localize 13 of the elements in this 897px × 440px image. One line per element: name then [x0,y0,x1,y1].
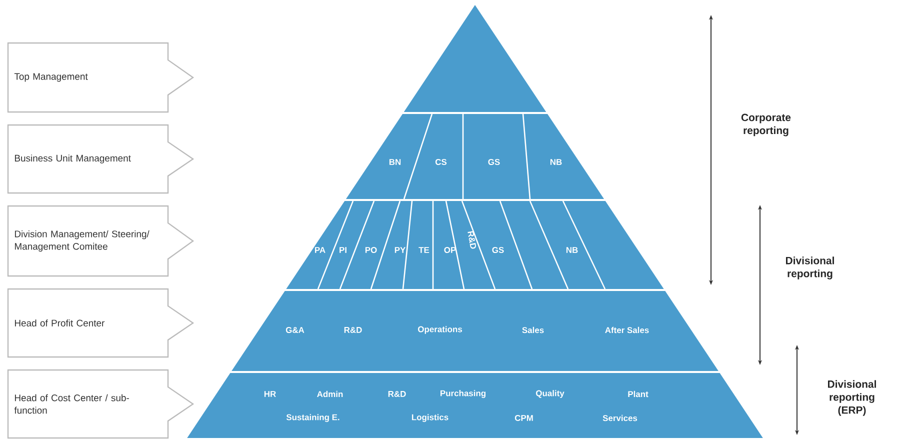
label-box: Head of Cost Center / sub-function [7,369,194,439]
label-box: Division Management/ Steering/ Management Comitee [7,205,194,277]
pyramid-tier: G&A R&D Operations Sales After Sales [230,289,720,372]
label-box: Head of Profit Center [7,288,194,358]
pyramid-tier: BN CS GS NB [345,112,605,200]
pyramid-tier [403,5,547,113]
pyramid-tier: HR Admin R&D Purchasing Quality Plant Sustaining E. Logistics CPM Services [187,371,763,438]
reporting-label: Divisional reporting (ERP) [828,380,876,416]
pyramid-tier: PA PI PO PY TE OP R&D GS NB [286,199,664,290]
label-box: Business Unit Management [7,124,194,194]
reporting-label: Divisional reporting [786,256,834,280]
reporting-label: Corporate reporting [741,114,791,136]
label-box: Top Management [7,42,194,113]
